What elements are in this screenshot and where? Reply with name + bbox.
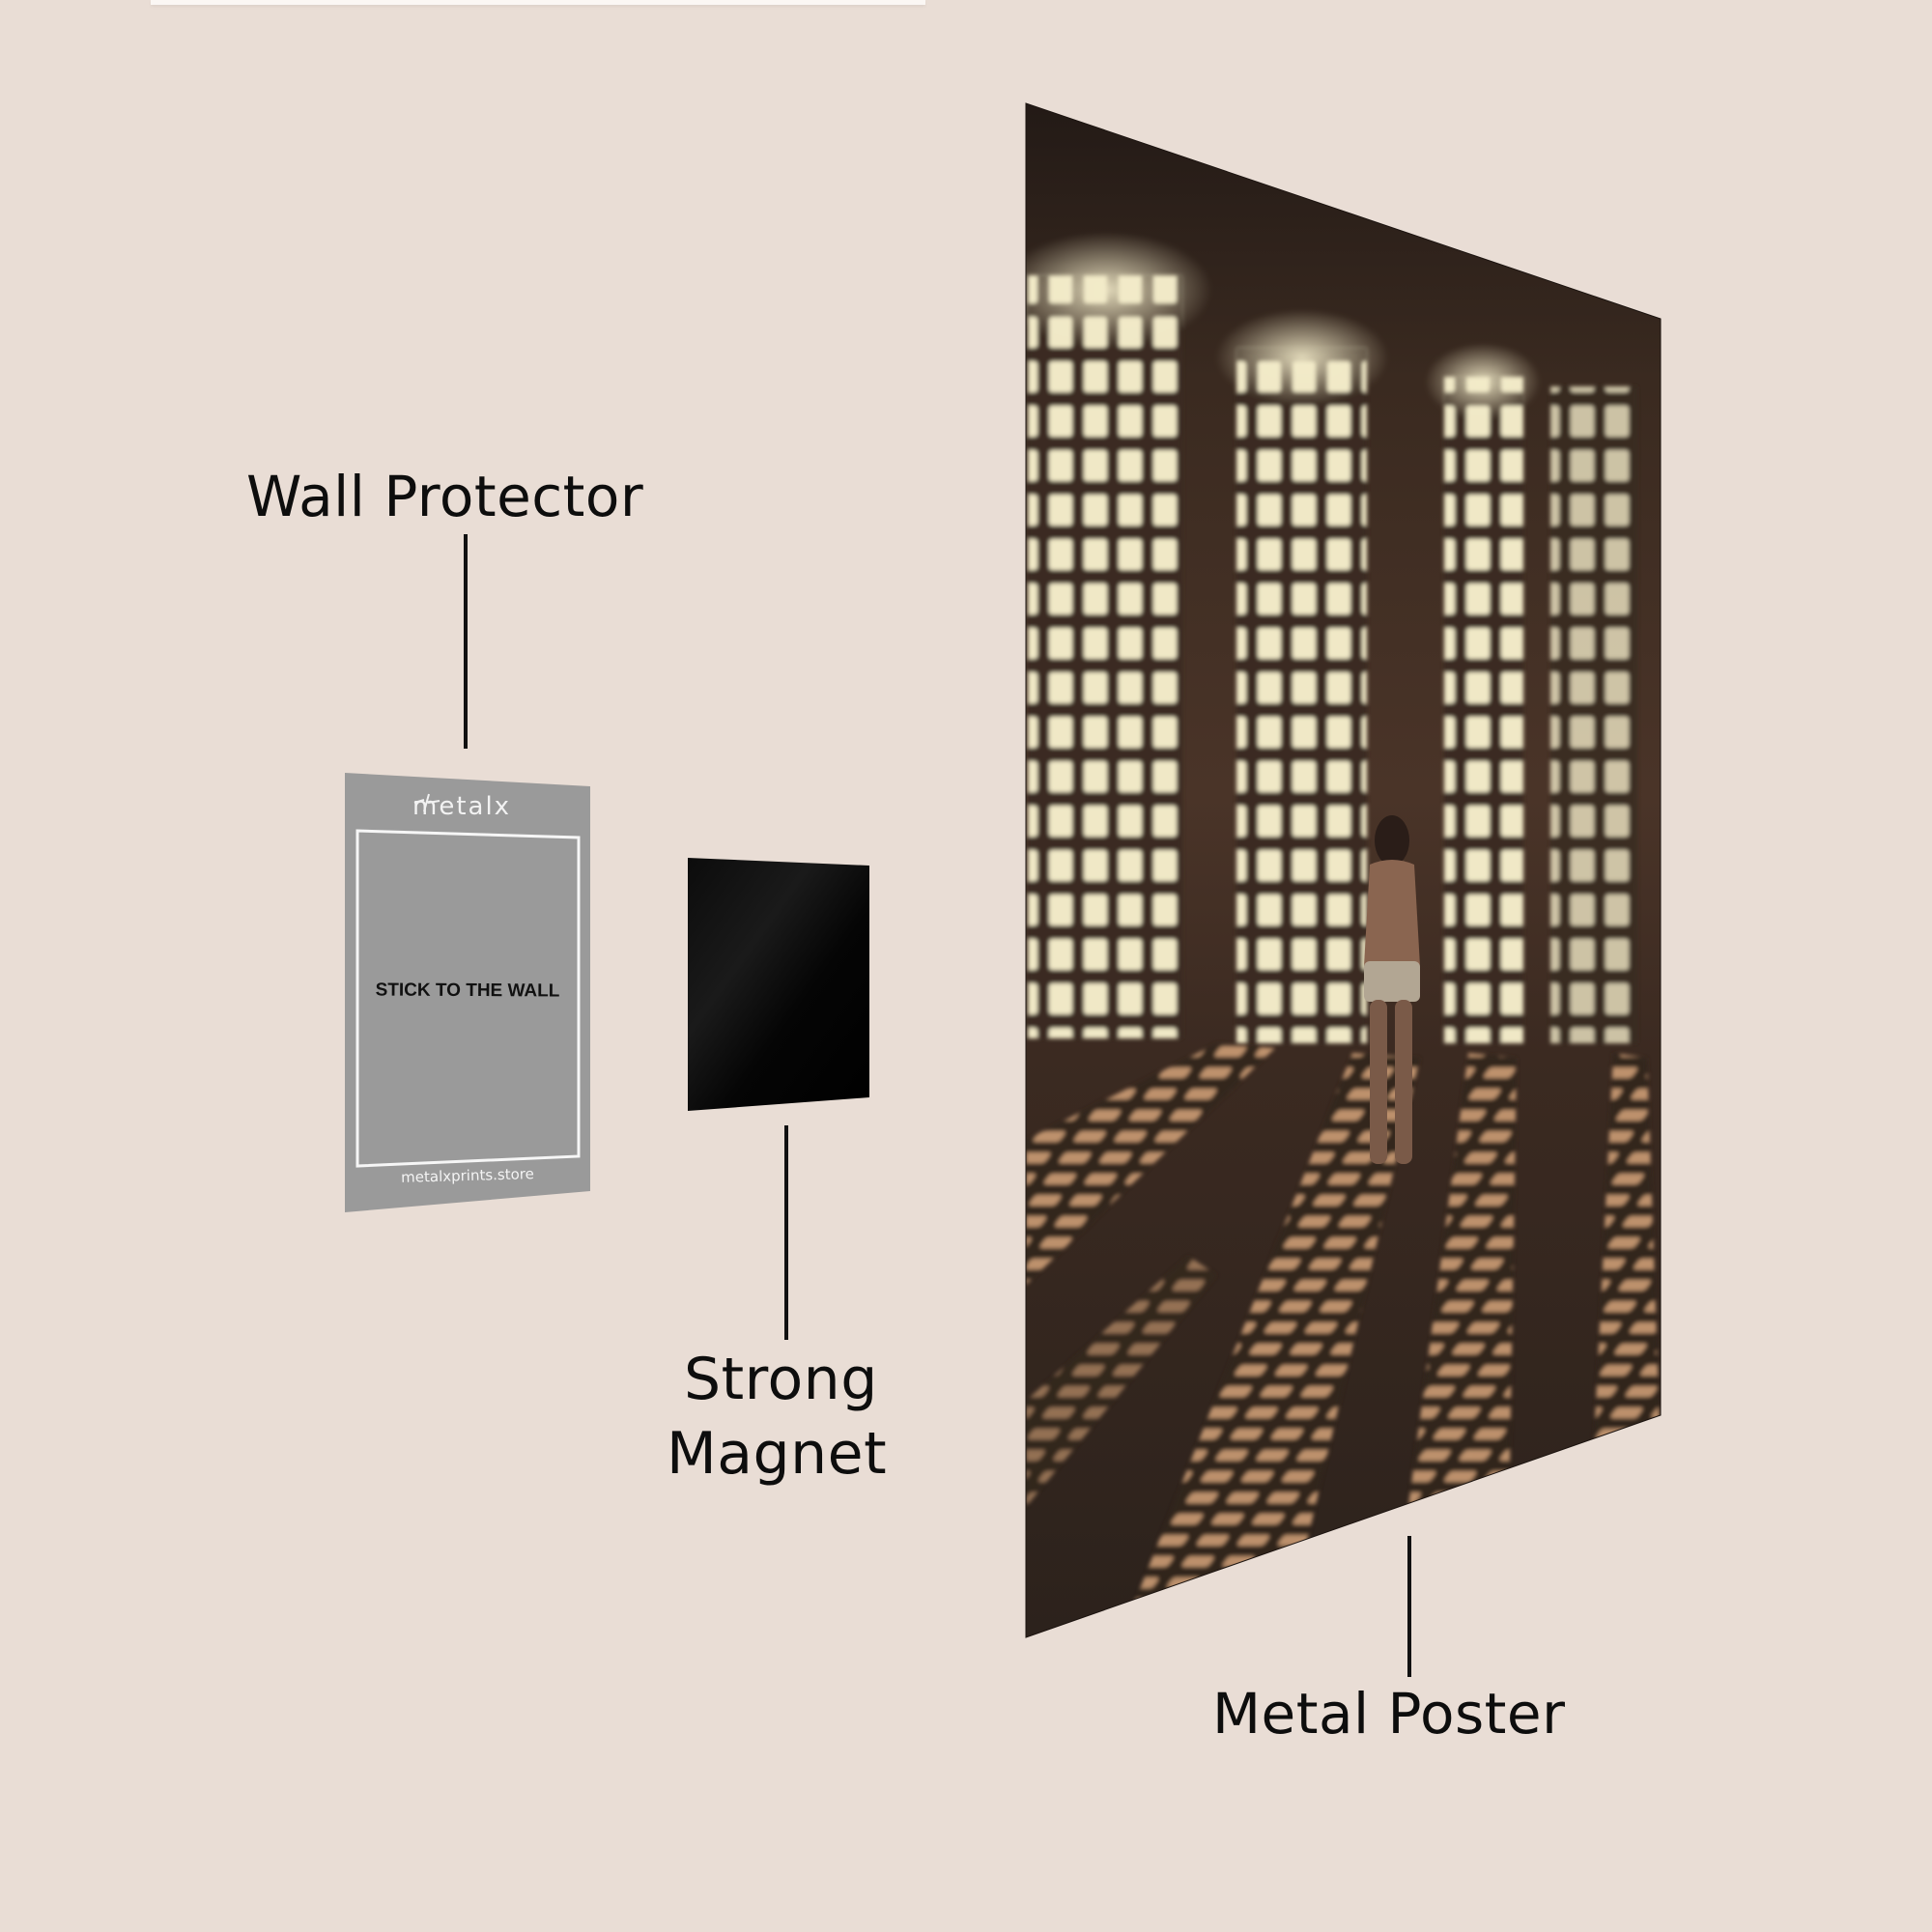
strong-magnet-label-line2: Magnet [667, 1420, 888, 1488]
metal-poster-label: Metal Poster [1212, 1681, 1566, 1747]
metalx-logo: metalx [412, 792, 511, 821]
wall-protector-label: Wall Protector [246, 464, 644, 529]
wall-protector-shape [345, 773, 590, 1212]
metalx-logo-icon [413, 793, 440, 812]
wall-protector-leader-line [464, 534, 468, 749]
standing-figure [1364, 815, 1420, 1164]
top-edge-strip [151, 0, 925, 5]
strong-magnet-label-line1: Strong [684, 1346, 878, 1413]
strong-magnet-leader-line [784, 1125, 788, 1340]
metal-poster-leader-line [1407, 1536, 1411, 1677]
strong-magnet-plate [686, 858, 871, 1111]
stick-to-wall-text: STICK TO THE WALL [375, 980, 560, 1002]
wall-protector-card: metalx STICK TO THE WALL metalxprints.st… [345, 773, 590, 1212]
